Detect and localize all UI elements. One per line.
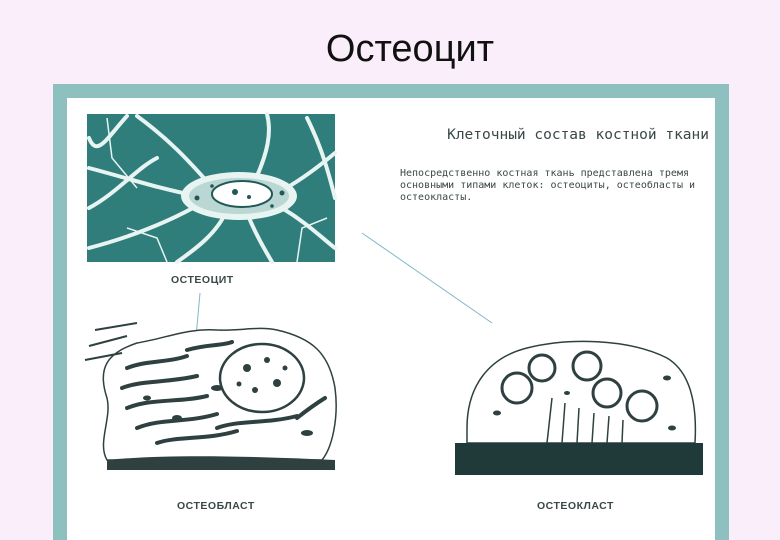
caption-osteoblast: ОСТЕОБЛАСТ [177,500,255,512]
slide-title: Остеоцит [325,28,495,70]
figure-description: Непосредственно костная ткань представле… [400,168,696,204]
osteoclast-illustration [455,340,703,475]
caption-osteocyte: ОСТЕОЦИТ [171,274,234,286]
figure-frame: Клеточный состав костной ткани Непосредс… [53,84,729,540]
osteoblast-illustration [84,322,337,470]
osteocyte-illustration [87,112,337,264]
figure-heading: Клеточный состав костной ткани [447,127,709,143]
caption-osteoclast: ОСТЕОКЛАСТ [537,500,614,512]
figure-canvas: Клеточный состав костной ткани Непосредс… [67,98,715,540]
